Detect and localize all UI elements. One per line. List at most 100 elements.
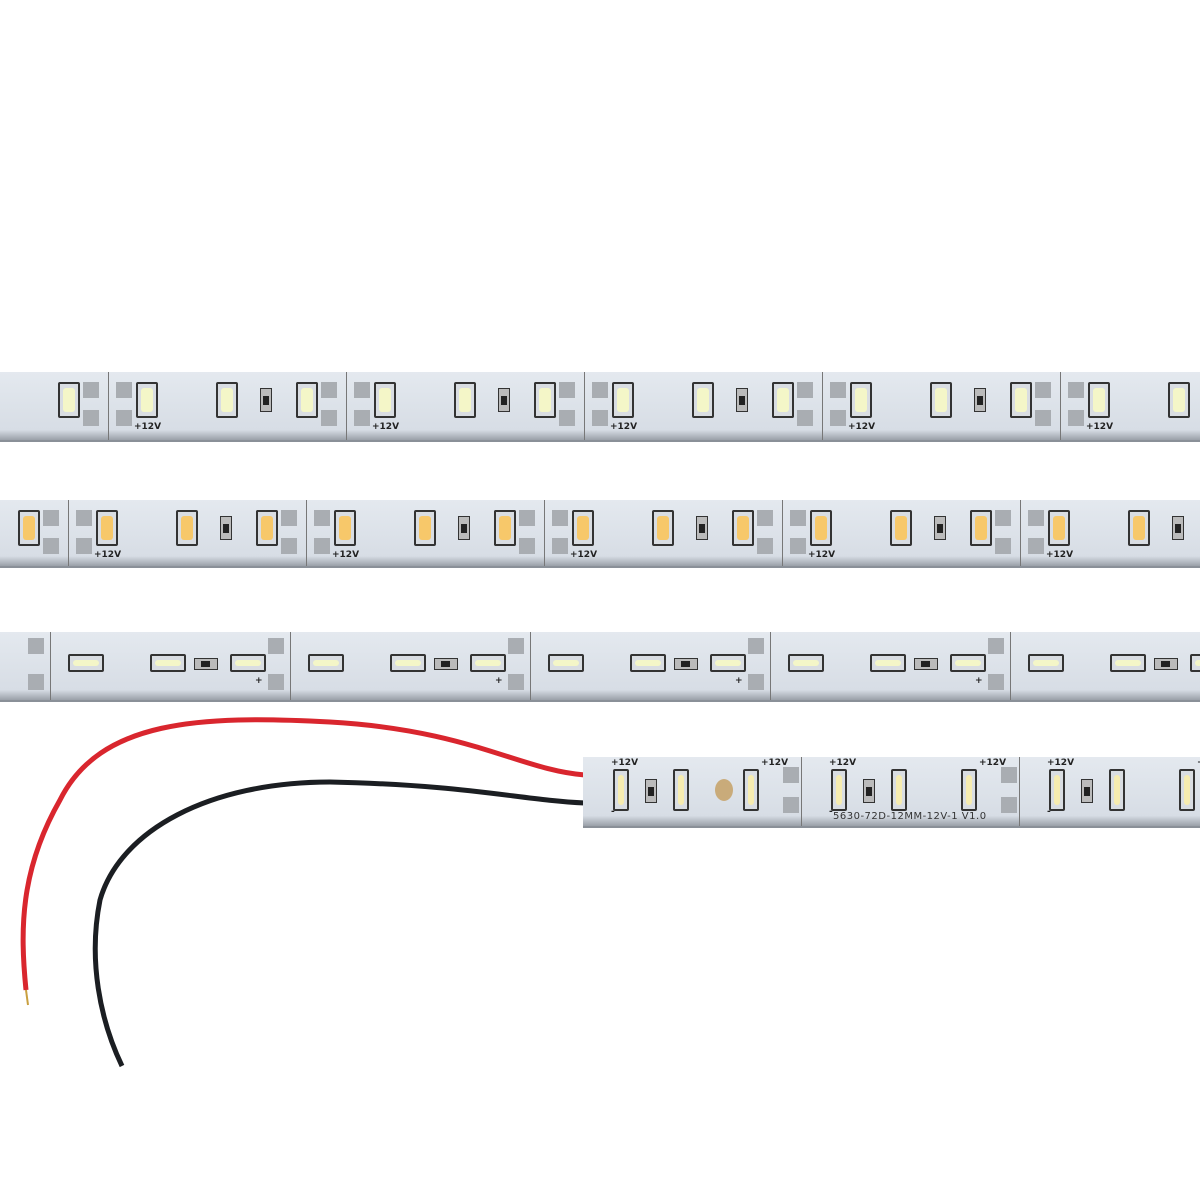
resistor: [736, 388, 748, 412]
led-chip: [136, 382, 158, 418]
led-chip: [374, 382, 396, 418]
cut-line: [782, 500, 783, 566]
led-chip: [1010, 382, 1032, 418]
led-chip: [216, 382, 238, 418]
polarity-label: +: [255, 676, 263, 686]
led-chip: [890, 510, 912, 546]
led-chip: [673, 769, 689, 811]
resistor: [974, 388, 986, 412]
cut-line: [1019, 757, 1020, 826]
solder-pad: [797, 410, 813, 426]
resistor: [220, 516, 232, 540]
led-chip: [612, 382, 634, 418]
led-chip: [334, 510, 356, 546]
resistor: [1154, 658, 1178, 670]
polarity-label: +12V: [1046, 550, 1074, 560]
cut-line: [530, 632, 531, 700]
solder-pad: [783, 797, 799, 813]
warm-white-strip: +12V+12V+12V+12V+12V+12V: [0, 500, 1200, 568]
solder-pad: [1001, 797, 1017, 813]
led-chip: [1110, 654, 1146, 672]
polarity-label: +12V: [979, 758, 1007, 768]
led-chip: [548, 654, 584, 672]
solder-pad: [76, 510, 92, 526]
solder-pad: [321, 382, 337, 398]
led-chip: [652, 510, 674, 546]
polarity-label: +12V: [808, 550, 836, 560]
solder-pad: [1068, 410, 1084, 426]
solder-pad: [43, 538, 59, 554]
led-chip: [296, 382, 318, 418]
led-chip: [891, 769, 907, 811]
polarity-label: +12V: [134, 422, 162, 432]
led-chip: [810, 510, 832, 546]
cut-line: [108, 372, 109, 440]
side-view-strip: ++++++: [0, 632, 1200, 702]
solder-pad: [592, 382, 608, 398]
led-chip: [1048, 510, 1070, 546]
led-chip: [1179, 769, 1195, 811]
solder-pad: [354, 410, 370, 426]
polarity-label: +12V: [94, 550, 122, 560]
polarity-label: +: [495, 676, 503, 686]
solder-pad: [83, 382, 99, 398]
resistor: [434, 658, 458, 670]
red-wire: [20, 717, 586, 991]
solder-pad: [757, 538, 773, 554]
polarity-label: +12V: [372, 422, 400, 432]
led-chip: [692, 382, 714, 418]
led-chip: [18, 510, 40, 546]
led-chip: [732, 510, 754, 546]
cut-line: [1010, 632, 1011, 700]
minus-label: -: [829, 807, 833, 817]
led-chip: [630, 654, 666, 672]
solder-pad: [116, 410, 132, 426]
polarity-label: +: [735, 676, 743, 686]
led-chip: [870, 654, 906, 672]
polarity-label: +12V: [1197, 758, 1200, 768]
cut-line: [544, 500, 545, 566]
cut-line: [290, 632, 291, 700]
cool-white-strip: +12V+12V+12V+12V+12V+12V: [0, 372, 1200, 442]
solder-pad: [76, 538, 92, 554]
polarity-label: +12V: [829, 758, 857, 768]
led-chip: [772, 382, 794, 418]
led-chip: [494, 510, 516, 546]
led-chip: [1168, 382, 1190, 418]
solder-pad: [43, 510, 59, 526]
solder-pad: [1068, 382, 1084, 398]
cut-line: [822, 372, 823, 440]
solder-pad: [559, 382, 575, 398]
solder-pad: [83, 410, 99, 426]
cut-line: [50, 632, 51, 700]
cut-line: [801, 757, 802, 826]
solder-pad: [1028, 510, 1044, 526]
led-chip: [572, 510, 594, 546]
led-chip: [743, 769, 759, 811]
led-chip: [150, 654, 186, 672]
solder-pad: [790, 538, 806, 554]
solder-pad: [757, 510, 773, 526]
led-chip: [308, 654, 344, 672]
polarity-label: +12V: [332, 550, 360, 560]
solder-pad: [1028, 538, 1044, 554]
minus-label: -: [1047, 807, 1051, 817]
solder-pad: [1035, 382, 1051, 398]
solder-pad: [552, 538, 568, 554]
solder-pad: [28, 674, 44, 690]
solder-pad: [748, 638, 764, 654]
led-chip: [534, 382, 556, 418]
led-chip: [454, 382, 476, 418]
polarity-label: +12V: [1047, 758, 1075, 768]
black-wire: [92, 779, 586, 1068]
solder-pad: [988, 674, 1004, 690]
solder-pad: [314, 538, 330, 554]
model-code-label: 5630-72D-12MM-12V-1 V1.0: [833, 811, 987, 822]
resistor: [863, 779, 875, 803]
resistor: [1172, 516, 1184, 540]
led-chip: [256, 510, 278, 546]
led-chip: [788, 654, 824, 672]
solder-pad: [1035, 410, 1051, 426]
